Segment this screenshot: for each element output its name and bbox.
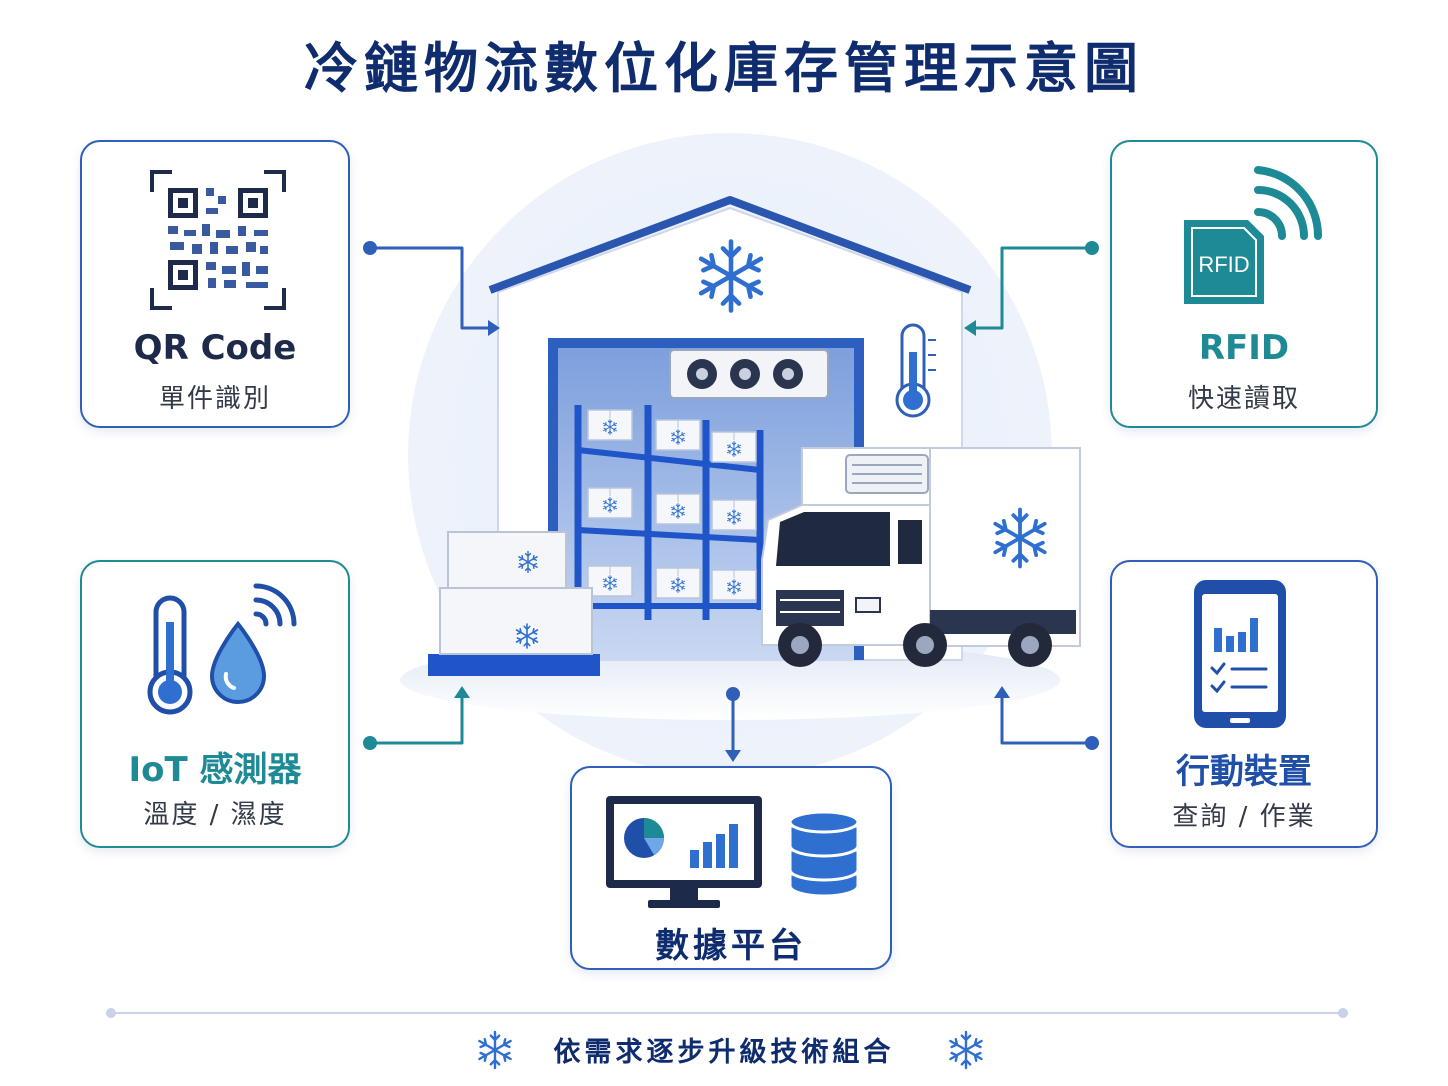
data-platform-label: 數據平台: [655, 926, 807, 966]
qr-code-icon: [150, 170, 286, 310]
page-title: 冷鏈物流數位化庫存管理示意圖: [304, 37, 1144, 100]
rfid-chip-icon: RFID: [1184, 166, 1323, 304]
database-icon: [788, 810, 860, 898]
iot-sensor-card: IoT 感測器 溫度 / 濕度: [80, 560, 350, 848]
data-platform-card: 數據平台: [570, 766, 892, 970]
mobile-device-card: 行動裝置 查詢 / 作業: [1110, 560, 1378, 848]
rfid-label: RFID: [1198, 328, 1290, 368]
mobile-device-sub: 查詢 / 作業: [1172, 802, 1316, 832]
mobile-device-label: 行動裝置: [1176, 752, 1312, 792]
footer-divider-dot-right: [1338, 1008, 1348, 1018]
qr-code-label: QR Code: [133, 328, 297, 368]
qr-code-card: QR Code 單件識別: [80, 140, 350, 428]
iot-sensor-label: IoT 感測器: [128, 750, 302, 790]
smartphone-icon: [1194, 580, 1286, 728]
rfid-sub: 快速讀取: [1187, 384, 1300, 414]
rfid-card: RFID RFID 快速讀取: [1110, 140, 1378, 428]
dashboard-monitor-icon: [606, 796, 762, 908]
thermometer-droplet-icon: [147, 583, 297, 715]
footer-caption: 依需求逐步升級技術組合: [553, 1037, 895, 1068]
qr-code-sub: 單件識別: [158, 384, 271, 414]
snowflake-icon: [949, 1030, 983, 1070]
rfid-chip-text: RFID: [1198, 252, 1249, 277]
footer-divider-dot-left: [106, 1008, 116, 1018]
iot-sensor-sub: 溫度 / 濕度: [143, 800, 287, 830]
footer-divider: [110, 1012, 1344, 1014]
